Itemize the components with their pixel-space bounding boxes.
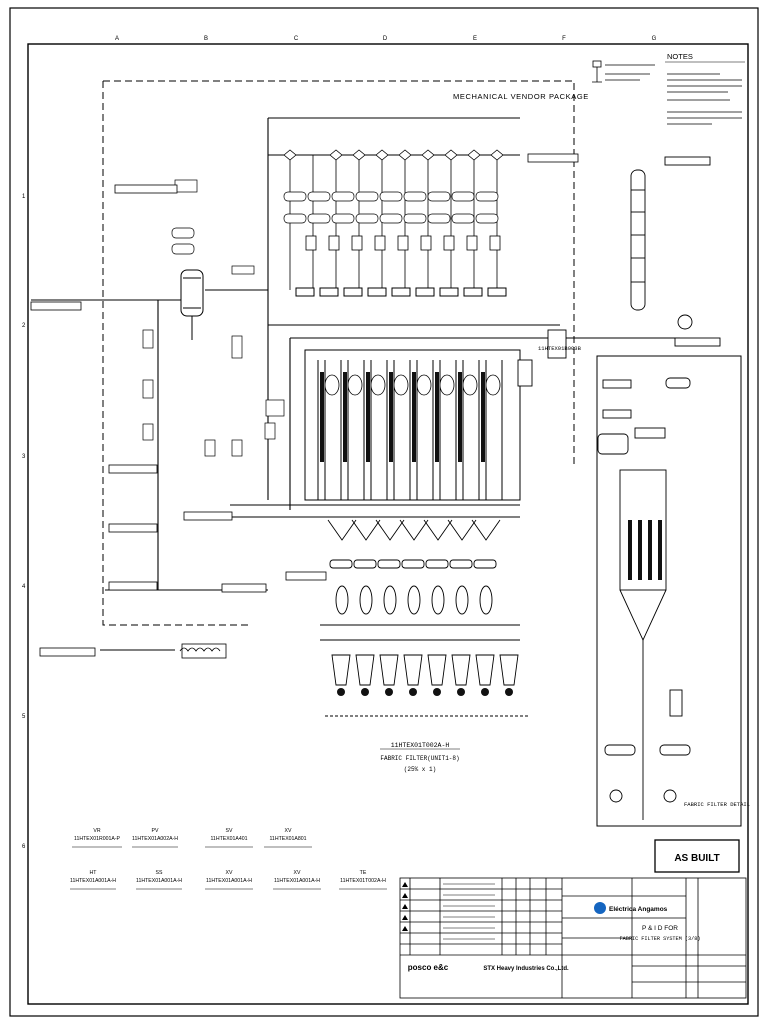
expansion-joint xyxy=(517,329,567,387)
tag-ovals-row2 xyxy=(283,213,499,224)
right-stack xyxy=(630,156,721,347)
feeder-outlets xyxy=(337,688,513,696)
legend-code-ss: SS xyxy=(156,870,163,876)
title-block-rows xyxy=(443,883,495,940)
legend-tag-pv: 11HTEX01A002A-H xyxy=(132,836,178,842)
grid-col-a: A xyxy=(115,36,119,42)
manifold-bars xyxy=(295,287,507,297)
legend-code-ht: HT xyxy=(90,870,98,876)
grid-col-d: D xyxy=(383,36,388,42)
legend: VR 11HTEX01R001A-P PV 11HTEX01A002A-H SV… xyxy=(70,828,386,884)
detail-caption: FABRIC FILTER DETAIL xyxy=(684,801,750,808)
grid-col-f: F xyxy=(562,36,566,42)
as-built-stamp: AS BUILT xyxy=(674,853,719,864)
as-built-stamp-box xyxy=(654,839,740,873)
vendor-package-title: MECHANICAL VENDOR PACKAGE xyxy=(453,92,589,101)
legend-code-xv2: XV xyxy=(226,870,233,876)
flexible-hose xyxy=(179,647,221,652)
expansion-joint-tag: 11HTEX01B003B xyxy=(538,345,582,352)
drawing-frame xyxy=(27,43,749,1005)
grid-rows: 1 2 3 4 5 6 xyxy=(22,194,26,850)
grid-columns: A B C D E F G xyxy=(115,36,657,42)
top-instrument xyxy=(592,60,655,83)
detail-bags xyxy=(628,520,662,580)
legend-tag-xv: 11HTEX01A801 xyxy=(269,836,306,842)
pulse-valves xyxy=(305,235,501,251)
filter-bags xyxy=(320,372,485,462)
grid-row-5: 5 xyxy=(22,714,26,720)
legend-code-sv: SV xyxy=(226,828,233,834)
client-name: Eléctrica Angamos xyxy=(609,906,668,913)
grid-row-6: 6 xyxy=(22,844,26,850)
legend-code-vr: VR xyxy=(93,828,100,834)
legend-descriptions xyxy=(70,846,387,890)
sheet-border xyxy=(9,7,759,1017)
fabric-filter-detail-box xyxy=(596,355,742,827)
legend-code-xv: XV xyxy=(285,828,292,834)
title-block xyxy=(399,877,747,999)
header-diamonds xyxy=(283,149,504,161)
grid-col-e: E xyxy=(473,36,477,42)
legend-tag-vr: 11HTEX01R001A-P xyxy=(74,836,121,842)
vendor-package-boundary xyxy=(102,80,575,626)
left-instruments xyxy=(142,179,285,457)
contractor-logo: STX Heavy Industries Co.,Ltd. xyxy=(483,966,569,972)
revision-triangles xyxy=(402,882,408,931)
grid-col-g: G xyxy=(652,36,657,42)
legend-tag-ss: 11HTEX01A001A-H xyxy=(136,878,182,884)
legend-tag-ht: 11HTEX01A001A-H xyxy=(70,878,116,884)
legend-code-te: TE xyxy=(360,870,367,876)
grid-row-3: 3 xyxy=(22,454,26,460)
legend-tag-xv2: 11HTEX01A001A-H xyxy=(206,878,252,884)
grid-col-c: C xyxy=(294,36,299,42)
owner-logo: posco e&c xyxy=(408,963,449,972)
rotary-feeders xyxy=(331,654,519,686)
legend-tag-xv3: 11HTEX01A001A-H xyxy=(274,878,320,884)
legend-tag-sv: 11HTEX01A401 xyxy=(210,836,247,842)
legend-code-xv3: XV xyxy=(294,870,301,876)
legend-code-pv: PV xyxy=(152,828,159,834)
grid-col-b: B xyxy=(204,36,208,42)
detail-drawing xyxy=(597,377,691,820)
client-logo-icon xyxy=(594,902,606,914)
fabric-filter-line2: (25% x 1) xyxy=(404,766,436,773)
grid-row-2: 2 xyxy=(22,323,26,329)
notes-text-lines xyxy=(667,73,742,125)
drawing-title-line1: P & I D FOR xyxy=(642,925,678,932)
filter-compartments xyxy=(304,349,521,501)
compartment-ovals xyxy=(324,374,501,396)
drawing-title-line2: FABRIC FILTER SYSTEM (3/8) xyxy=(620,936,701,942)
grid-row-4: 4 xyxy=(22,584,26,590)
hopper-discharges xyxy=(327,519,501,615)
air-receiver-tank xyxy=(180,269,204,340)
fabric-filter-line1: FABRIC FILTER(UNIT1-8) xyxy=(380,755,459,762)
notes-heading: NOTES xyxy=(667,52,693,61)
fabric-filter-tag: 11HTEX01T002A-H xyxy=(391,742,450,749)
grid-row-1: 1 xyxy=(22,194,26,200)
tag-ovals-row1 xyxy=(283,191,499,202)
legend-tag-te: 11HTEX01T002A-H xyxy=(340,878,386,884)
